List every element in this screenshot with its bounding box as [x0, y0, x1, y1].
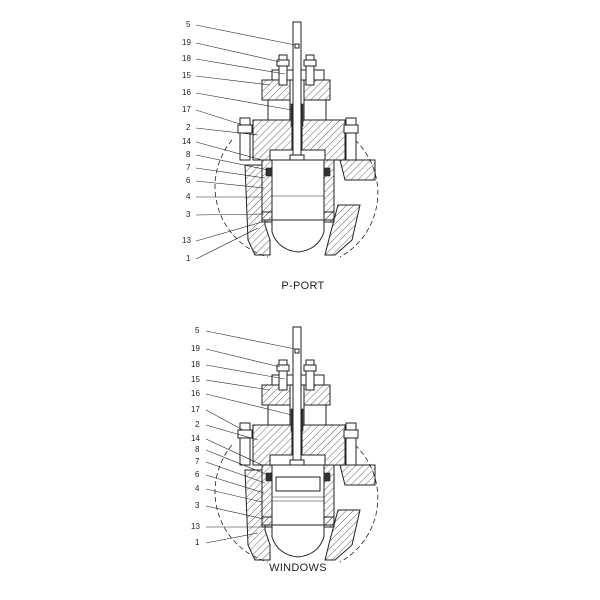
callout-19: 19 — [191, 344, 200, 353]
callout-6: 6 — [195, 470, 200, 479]
callout-8: 8 — [186, 150, 191, 159]
callout-14: 14 — [191, 434, 200, 443]
callout-19: 19 — [182, 38, 191, 47]
leader-lines — [195, 24, 296, 260]
callout-15: 15 — [182, 71, 191, 80]
callout-3: 3 — [195, 501, 200, 510]
diagram-p-port: 5 19 18 15 16 17 2 14 8 7 6 4 3 13 1 P-P… — [182, 20, 379, 292]
callout-8: 8 — [195, 445, 200, 454]
callout-4: 4 — [195, 484, 200, 493]
callout-18: 18 — [182, 54, 191, 63]
callout-numbers: 5 19 18 15 16 17 2 14 8 7 6 4 3 13 1 — [182, 20, 191, 263]
callout-5: 5 — [186, 20, 191, 29]
callout-3: 3 — [186, 210, 191, 219]
callout-numbers: 5 19 18 15 16 17 2 14 8 7 6 4 3 13 1 — [191, 326, 200, 547]
diagram-caption: P-PORT — [281, 280, 324, 292]
callout-15: 15 — [191, 375, 200, 384]
callout-13: 13 — [191, 522, 200, 531]
callout-7: 7 — [195, 457, 200, 466]
callout-13: 13 — [182, 236, 191, 245]
callout-17: 17 — [182, 105, 191, 114]
callout-4: 4 — [186, 192, 191, 201]
callout-2: 2 — [195, 420, 200, 429]
callout-14: 14 — [182, 137, 191, 146]
callout-18: 18 — [191, 360, 200, 369]
diagram-windows: 5 19 18 15 16 17 2 14 8 7 6 4 3 13 1 WIN… — [191, 326, 379, 574]
callout-16: 16 — [182, 88, 191, 97]
leader-lines — [205, 330, 296, 544]
callout-2: 2 — [186, 123, 191, 132]
callout-1: 1 — [186, 254, 191, 263]
callout-5: 5 — [195, 326, 200, 335]
callout-7: 7 — [186, 163, 191, 172]
callout-1: 1 — [195, 538, 200, 547]
callout-6: 6 — [186, 176, 191, 185]
callout-16: 16 — [191, 389, 200, 398]
callout-17: 17 — [191, 405, 200, 414]
diagram-caption: WINDOWS — [269, 562, 327, 574]
valve-section-drawing — [214, 21, 379, 258]
